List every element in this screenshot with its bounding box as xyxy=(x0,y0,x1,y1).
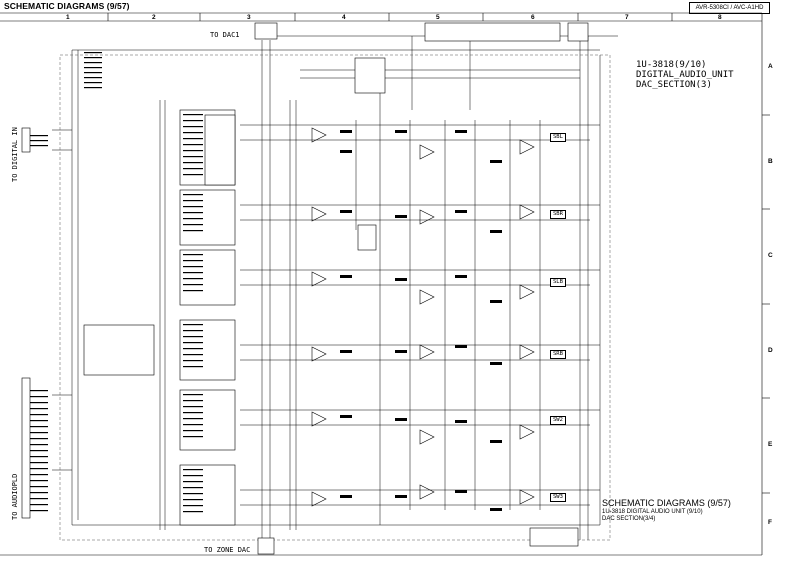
ic-blocks xyxy=(83,57,386,526)
column-number: 8 xyxy=(718,14,722,21)
output-tag-slb: SLB xyxy=(550,278,566,287)
component-marks xyxy=(30,27,586,552)
output-tag-sw3: SW3 xyxy=(550,493,566,502)
board-label: 1U-3818(9/10) DIGITAL_AUDIO_UNIT DAC_SEC… xyxy=(636,60,734,90)
footer-line1: 1U-3818 DIGITAL AUDIO UNIT (9/10) xyxy=(602,509,703,515)
row-letter: C xyxy=(768,252,773,259)
column-number: 5 xyxy=(436,14,440,21)
output-tag-sw2: SW2 xyxy=(550,416,566,425)
column-number: 2 xyxy=(152,14,156,21)
output-tag-srb: SRB xyxy=(550,350,566,359)
page-title: SCHEMATIC DIAGRAMS (9/57) xyxy=(4,1,130,11)
row-letter: B xyxy=(768,158,773,165)
row-letter: D xyxy=(768,347,773,354)
column-number: 4 xyxy=(342,14,346,21)
row-letter: E xyxy=(768,441,773,448)
footer-title: SCHEMATIC DIAGRAMS (9/57) xyxy=(602,498,731,508)
op-amps xyxy=(311,127,535,507)
footer-line2: DAC SECTION(3/4) xyxy=(602,516,656,522)
board-label-line3: DAC_SECTION(3) xyxy=(636,80,712,90)
board-label-line1: 1U-3818(9/10) xyxy=(636,60,707,70)
ruler-frame xyxy=(0,12,770,556)
footer-caption: SCHEMATIC DIAGRAMS (9/57) 1U-3818 DIGITA… xyxy=(602,498,731,522)
connector-label-to-zone-dac: TO ZONE DAC xyxy=(204,546,251,554)
output-tag-sbr: SBR xyxy=(550,210,566,219)
column-number: 3 xyxy=(247,14,251,21)
column-number: 7 xyxy=(625,14,629,21)
column-number: 1 xyxy=(66,14,70,21)
model-number-box: AVR-5308CI / AVC-A1HD xyxy=(689,2,770,14)
connector-label-to-digital-in: TO DIGITAL IN xyxy=(11,127,19,182)
connector-label-to-audiopld: TO AUDIOPLD xyxy=(11,473,19,520)
connector-headers xyxy=(21,22,589,555)
row-letter: F xyxy=(768,519,772,526)
connector-label-to-dac1: TO DAC1 xyxy=(210,31,240,39)
column-number: 6 xyxy=(531,14,535,21)
output-tag-sbl: SBL xyxy=(550,133,566,142)
row-letter: A xyxy=(768,63,773,70)
wiring xyxy=(52,35,618,545)
board-label-line2: DIGITAL_AUDIO_UNIT xyxy=(636,70,734,80)
